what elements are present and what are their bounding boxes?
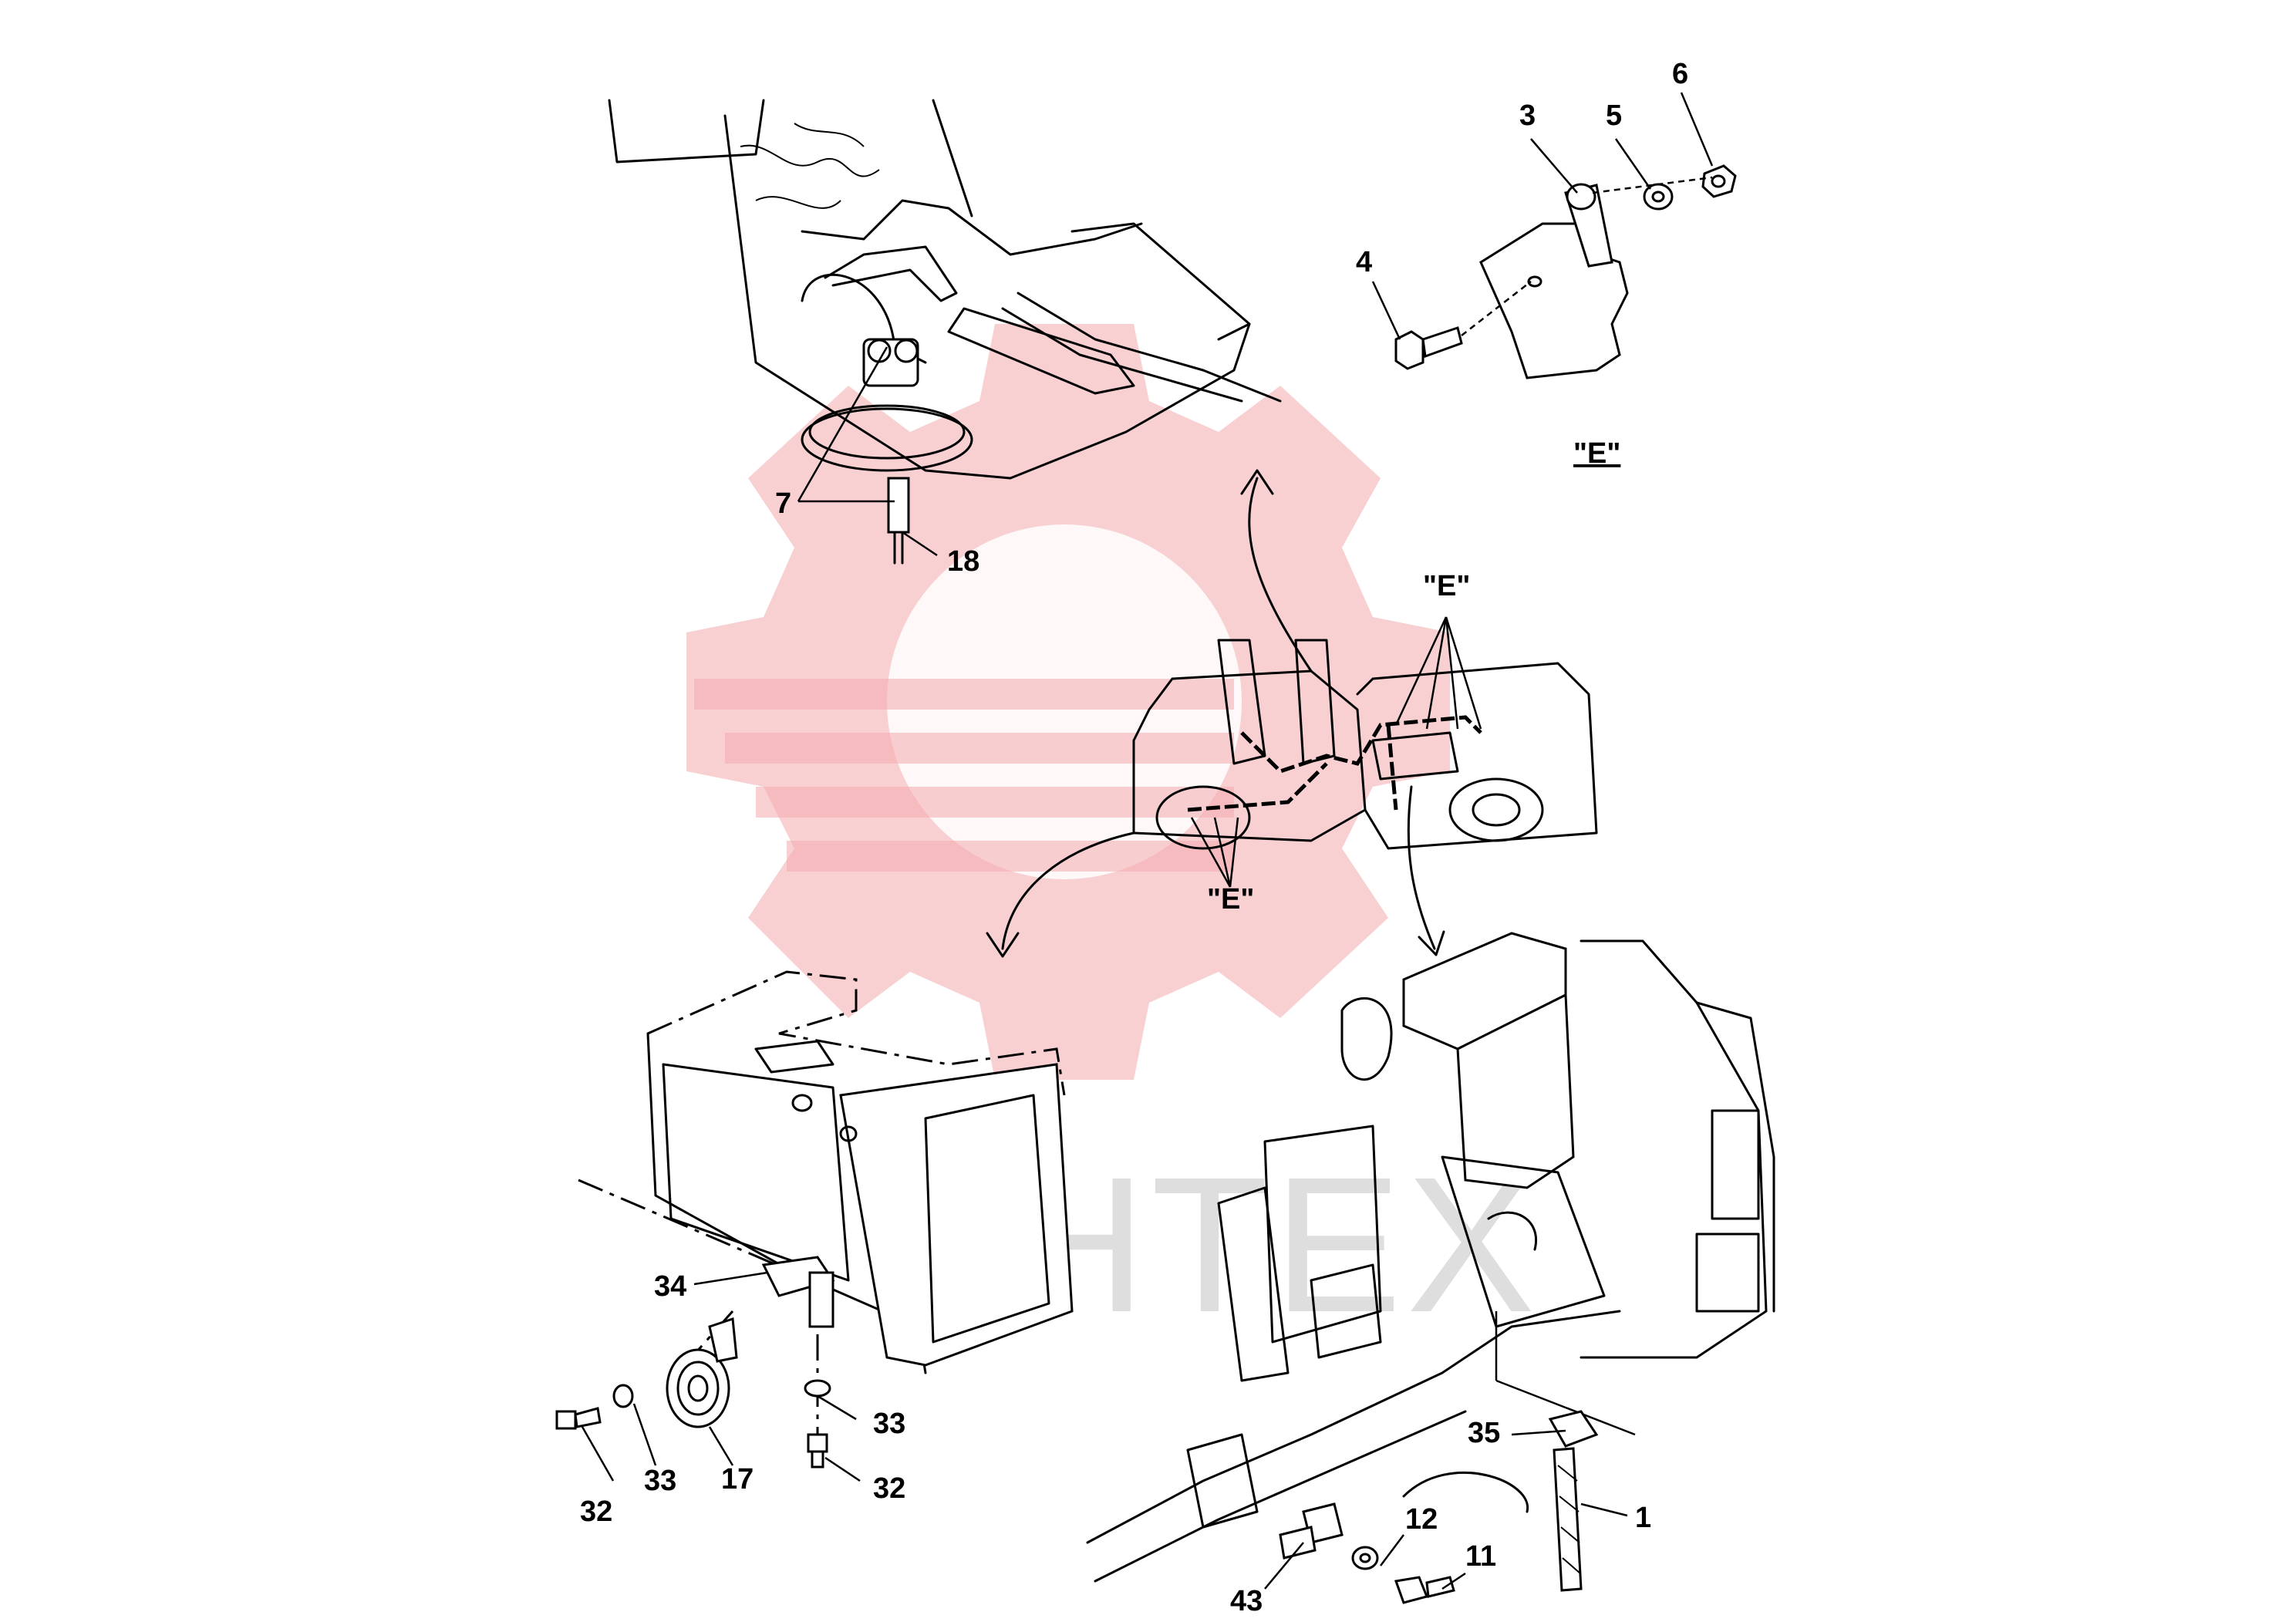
overview-e-label-top: "E" [1423, 570, 1470, 602]
callout-12: 12 [1405, 1503, 1438, 1536]
watermark-logo: ИНТЕХ [686, 324, 1535, 1352]
washer-12 [1351, 1546, 1379, 1570]
overview-e-label-bottom: "E" [1207, 883, 1254, 916]
callout-33-right: 33 [873, 1408, 905, 1440]
horn [666, 1317, 738, 1428]
cable-clamp-43 [1279, 1502, 1344, 1560]
bolt-11 [1394, 1576, 1455, 1604]
clamp-detail-e [1394, 164, 1737, 379]
leader-lines [581, 92, 1714, 1590]
engine-view [1086, 932, 1775, 1583]
callout-43: 43 [1230, 1585, 1263, 1617]
callout-35: 35 [1468, 1417, 1500, 1449]
callout-33-left: 33 [644, 1465, 676, 1497]
callout-32-right: 32 [873, 1472, 905, 1505]
callout-1: 1 [1635, 1502, 1651, 1534]
bolt-32-lower [804, 1379, 831, 1469]
callout-17: 17 [721, 1463, 754, 1496]
callout-labels: 3 5 6 4 "E" 7 18 "E" "E" 34 33 33 32 32 … [580, 58, 1688, 1617]
view-arrows [986, 469, 1445, 958]
callout-18: 18 [947, 545, 979, 578]
horn-bracket-view [578, 970, 1074, 1450]
machine-overview [1132, 639, 1598, 850]
callout-3: 3 [1519, 99, 1536, 132]
detail-e-title: "E" [1573, 437, 1620, 470]
e-pointers [1190, 616, 1482, 888]
bolt-32-left [555, 1384, 634, 1430]
callout-34: 34 [654, 1270, 686, 1303]
callout-7: 7 [775, 487, 791, 520]
callout-6: 6 [1672, 58, 1688, 90]
callout-5: 5 [1606, 99, 1622, 132]
callout-4: 4 [1356, 246, 1372, 278]
callout-32-left: 32 [580, 1496, 612, 1528]
callout-11: 11 [1465, 1540, 1496, 1573]
ground-strap [1548, 1410, 1599, 1592]
cab-floor-view [608, 99, 1282, 565]
